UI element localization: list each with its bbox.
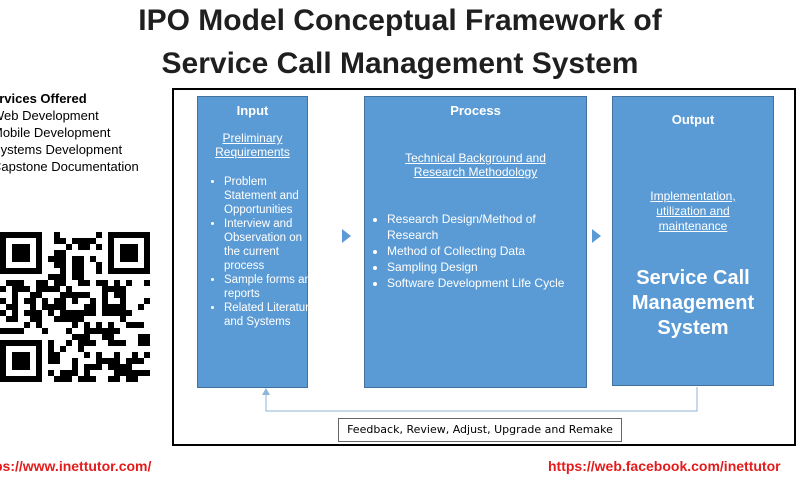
- process-box: Process Technical Background and Researc…: [364, 96, 587, 388]
- services-heading: ervices Offered: [0, 91, 87, 106]
- arrow-right-icon: [342, 229, 351, 243]
- service-item: Mobile Development: [0, 125, 111, 140]
- output-subtitle-line-2: utilization and: [656, 204, 730, 218]
- service-item: Systems Development: [0, 142, 123, 157]
- process-bullet-list: Research Design/Method of Research Metho…: [371, 211, 587, 291]
- service-item: Web Development: [0, 108, 99, 123]
- facebook-link[interactable]: https://web.facebook.com/inettutor: [548, 458, 781, 474]
- output-subtitle-line-1: Implementation,: [650, 189, 736, 203]
- output-system-name-line-1: Service Call: [636, 267, 750, 289]
- process-bullet: Method of Collecting Data: [387, 243, 587, 259]
- output-system-name-line-3: System: [657, 317, 729, 339]
- process-subtitle-line-2: Research Methodology: [413, 165, 538, 179]
- input-subtitle-line-2: Requirements: [215, 145, 290, 159]
- feedback-box: Feedback, Review, Adjust, Upgrade and Re…: [338, 418, 622, 442]
- input-bullet-list: Problem Statement and Opportunities Inte…: [208, 175, 318, 329]
- process-bullet: Sampling Design: [387, 259, 587, 275]
- process-title: Process: [450, 103, 501, 118]
- output-system-name-line-2: Management: [631, 292, 755, 314]
- arrow-right-icon: [592, 229, 601, 243]
- output-subtitle-line-3: maintenance: [658, 219, 728, 233]
- services-list: ervices Offered Web Development Mobile D…: [0, 90, 139, 175]
- input-bullet: Interview and Observation on the current…: [224, 217, 318, 273]
- title-line-2: Service Call Management System: [161, 47, 639, 80]
- service-item: Capstone Documentation: [0, 159, 139, 174]
- process-subtitle-line-1: Technical Background and: [405, 151, 546, 165]
- title-line-1: IPO Model Conceptual Framework of: [138, 4, 662, 37]
- input-title: Input: [236, 103, 269, 118]
- input-bullet: Related Literature and Systems: [224, 301, 318, 329]
- input-subtitle-line-1: Preliminary: [222, 131, 283, 145]
- input-bullet: Sample forms and reports: [224, 273, 318, 301]
- input-bullet: Problem Statement and Opportunities: [224, 175, 318, 217]
- input-box: Input Preliminary Requirements Problem S…: [197, 96, 317, 388]
- output-title: Output: [671, 112, 715, 127]
- website-link[interactable]: ps://www.inettutor.com/: [0, 458, 152, 474]
- qr-code-image: [0, 232, 150, 382]
- output-box: Output Implementation, utilization and m…: [612, 96, 774, 386]
- process-bullet: Software Development Life Cycle: [387, 275, 587, 291]
- process-bullet: Research Design/Method of Research: [387, 211, 587, 243]
